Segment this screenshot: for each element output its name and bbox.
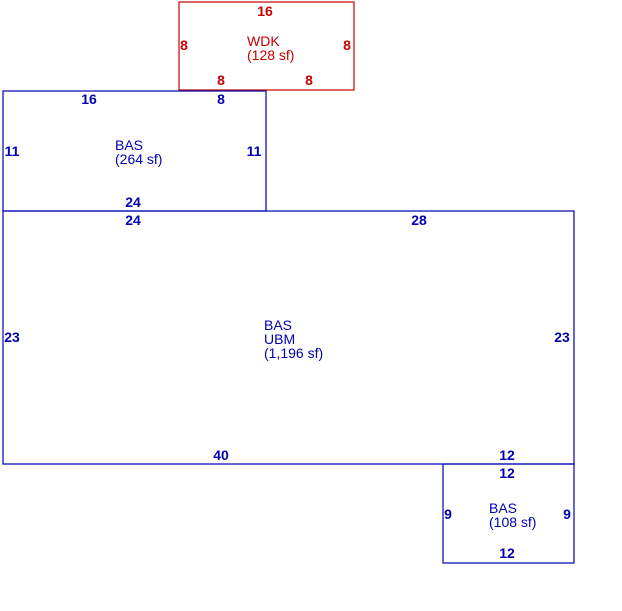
area-bas-upper-dim-top-right: 8 (217, 91, 225, 107)
area-bas-lower: 12 9 9 12 BAS (108 sf) (442, 463, 575, 564)
area-bas-main-dim-bottom-right: 12 (499, 447, 515, 463)
area-bas-upper-dim-bottom: 24 (125, 194, 141, 210)
area-bas-main-label-line3: (1,196 sf) (264, 345, 323, 361)
area-wdk-dim-bottom-left: 8 (217, 72, 225, 88)
area-bas-main-label-line2: UBM (264, 331, 295, 347)
area-bas-main-label-line1: BAS (264, 317, 292, 333)
area-bas-lower-outline (442, 463, 575, 564)
area-bas-lower-dim-left: 9 (444, 506, 452, 522)
area-bas-upper-label-line1: BAS (115, 137, 143, 153)
area-wdk-outline (178, 1, 355, 91)
area-bas-main: 24 28 23 23 40 12 BAS UBM (1,196 sf) (2, 210, 575, 465)
area-bas-lower-label-line1: BAS (489, 500, 517, 516)
area-bas-main-dim-bottom-left: 40 (213, 447, 229, 463)
area-wdk: 16 8 8 8 8 WDK (128 sf) (178, 1, 355, 91)
area-bas-upper-label-line2: (264 sf) (115, 151, 162, 167)
area-bas-upper-dim-right: 11 (247, 143, 262, 159)
area-bas-main-dim-left: 23 (4, 329, 20, 345)
area-wdk-dim-left: 8 (180, 37, 188, 53)
area-bas-main-dim-right: 23 (554, 329, 570, 345)
area-wdk-dim-top: 16 (257, 3, 273, 19)
area-bas-upper: 16 8 11 11 24 BAS (264 sf) (2, 90, 267, 212)
area-bas-lower-dim-right: 9 (563, 506, 571, 522)
area-bas-upper-dim-left: 11 (5, 143, 20, 159)
area-bas-lower-dim-top: 12 (499, 465, 515, 481)
area-bas-lower-dim-bottom: 12 (499, 545, 515, 561)
area-wdk-label-line2: (128 sf) (247, 47, 294, 63)
area-wdk-dim-right: 8 (343, 37, 351, 53)
area-bas-lower-label-line2: (108 sf) (489, 514, 536, 530)
area-wdk-dim-bottom-right: 8 (305, 72, 313, 88)
area-bas-main-dim-top-left: 24 (125, 212, 141, 228)
area-wdk-label-line1: WDK (247, 33, 280, 49)
area-bas-main-dim-top-right: 28 (411, 212, 427, 228)
area-bas-main-outline (2, 210, 575, 465)
area-bas-upper-dim-top-left: 16 (81, 91, 97, 107)
